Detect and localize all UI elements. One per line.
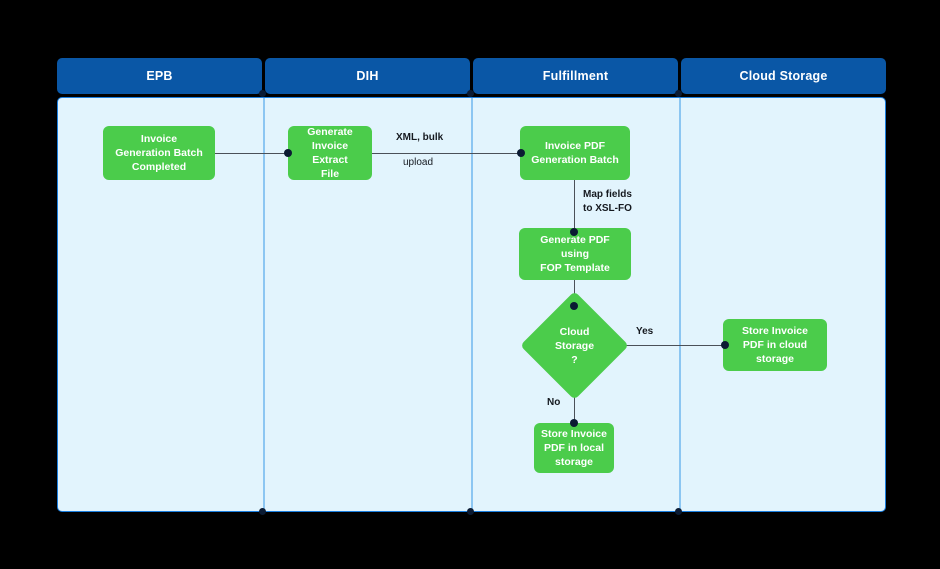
node-n6-line2: PDF in cloud (742, 339, 808, 351)
connector-dot-n2-input (284, 149, 292, 157)
node-n2-text: Generate Invoice Extract File (294, 125, 366, 181)
connector-n1-to-n2 (214, 153, 288, 154)
connector-n5-to-n6-yes (613, 345, 725, 346)
node-store-invoice-pdf-in-cloud-storage[interactable]: Store Invoice PDF in cloud storage (723, 319, 827, 371)
lane-divider-dih-fulfillment (471, 98, 473, 511)
lane-boundary-dot-fulfillment-cloud-bottom (675, 508, 682, 515)
lane-header-fulfillment-label: Fulfillment (542, 69, 609, 83)
edge-label-yes: Yes (636, 326, 654, 337)
connector-dot-n5-input (570, 302, 578, 310)
connector-n5-to-n7-no (574, 383, 575, 423)
node-n4-line2: FOP Template (540, 262, 610, 274)
lane-divider-epb-dih (263, 98, 265, 511)
node-n6-line1: Store Invoice (742, 325, 808, 337)
edge-label-xml-bulk: XML, bulk (396, 132, 444, 143)
lane-header-fulfillment[interactable]: Fulfillment (473, 58, 678, 94)
node-n7-line3: storage (555, 456, 593, 468)
node-n1-text: Invoice Generation Batch Completed (115, 132, 203, 174)
decision-diamond-label: Cloud Storage ? (536, 307, 613, 384)
connector-dot-n4-input (570, 228, 578, 236)
node-n1-line2: Generation Batch (115, 147, 203, 159)
node-n5-line2: Storage (554, 339, 595, 352)
node-cloud-storage-decision[interactable]: Cloud Storage ? (520, 291, 629, 400)
node-generate-invoice-extract-file[interactable]: Generate Invoice Extract File (288, 126, 372, 180)
lane-boundary-dot-dih-fulfillment-bottom (467, 508, 474, 515)
node-n1-line3: Completed (131, 161, 187, 173)
connector-n2-to-n3 (371, 153, 521, 154)
lane-header-epb[interactable]: EPB (57, 58, 262, 94)
lane-header-dih[interactable]: DIH (265, 58, 470, 94)
lane-boundary-dot-epb-dih-top (259, 90, 266, 97)
edge-label-no: No (547, 397, 561, 408)
node-n4-line1: Generate PDF using (540, 234, 610, 260)
node-store-invoice-pdf-in-local-storage[interactable]: Store Invoice PDF in local storage (534, 423, 614, 473)
lane-boundary-dot-dih-fulfillment-top (467, 90, 474, 97)
lane-boundary-dot-epb-dih-bottom (259, 508, 266, 515)
edge-label-upload: upload (403, 157, 434, 168)
node-invoice-generation-batch-completed[interactable]: Invoice Generation Batch Completed (103, 126, 215, 180)
lane-divider-fulfillment-cloud (679, 98, 681, 511)
connector-dot-n6-input (721, 341, 729, 349)
node-generate-pdf-using-fop-template[interactable]: Generate PDF using FOP Template (519, 228, 631, 280)
lane-header-cloud-storage-label: Cloud Storage (739, 69, 828, 83)
node-n7-line2: PDF in local (543, 442, 605, 454)
node-n2-line3: File (320, 168, 340, 180)
node-n3-line2: Generation Batch (531, 154, 619, 166)
node-n5-line3: ? (571, 353, 578, 366)
node-n5-line1: Cloud (559, 325, 590, 338)
edge-label-map-fields: Map fields (583, 189, 632, 200)
node-n3-line1: Invoice PDF (544, 140, 606, 152)
lane-boundary-dot-fulfillment-cloud-top (675, 90, 682, 97)
node-n7-text: Store Invoice PDF in local storage (541, 427, 607, 469)
lane-header-cloud-storage[interactable]: Cloud Storage (681, 58, 886, 94)
node-n2-line1: Generate (307, 126, 353, 138)
connector-n3-to-n4 (574, 179, 575, 232)
node-n2-line2: Invoice Extract (311, 140, 349, 166)
connector-dot-n7-input (570, 419, 578, 427)
node-n7-line1: Store Invoice (541, 428, 607, 440)
node-n6-line3: storage (756, 353, 794, 365)
connector-dot-n3-input (517, 149, 525, 157)
lane-header-dih-label: DIH (356, 69, 379, 83)
node-n1-line1: Invoice (140, 133, 178, 145)
node-n3-text: Invoice PDF Generation Batch (531, 139, 619, 167)
node-invoice-pdf-generation-batch[interactable]: Invoice PDF Generation Batch (520, 126, 630, 180)
edge-label-to-xsl-fo: to XSL-FO (583, 203, 632, 214)
node-n6-text: Store Invoice PDF in cloud storage (742, 324, 808, 366)
lane-header-epb-label: EPB (146, 69, 173, 83)
node-n4-text: Generate PDF using FOP Template (525, 233, 625, 275)
